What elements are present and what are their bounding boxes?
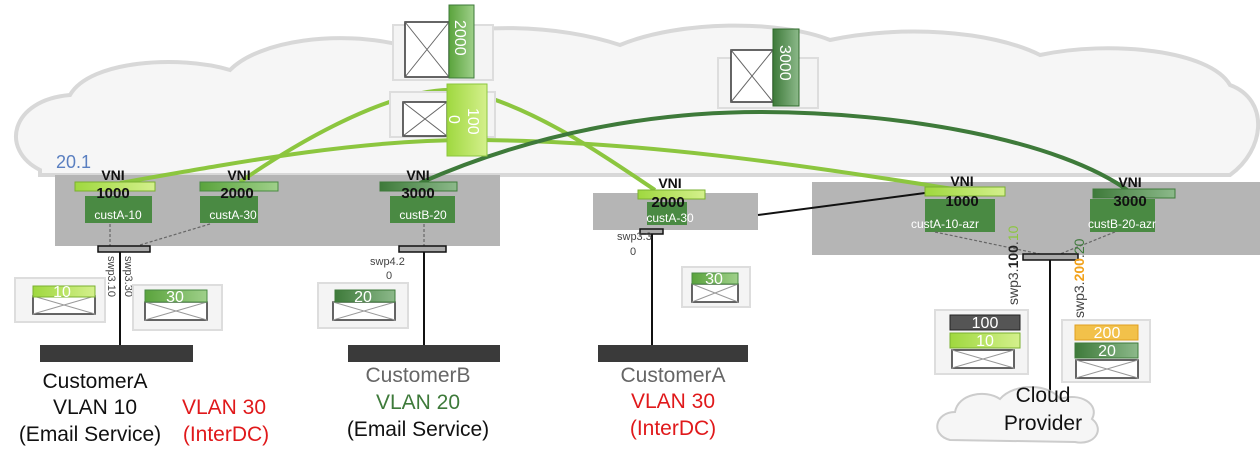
vlan-label: VLAN 30 — [182, 396, 266, 419]
bridge-name: custA-10 — [94, 208, 142, 222]
vni-3000-left[interactable]: VNI 3000 custB-20 — [379, 167, 458, 223]
cloud-provider-label: Cloud — [1016, 384, 1071, 407]
port-bond-left[interactable] — [97, 245, 151, 253]
packet-label: 2000 — [451, 20, 468, 56]
tunnel-packet-1000[interactable]: 100 0 — [389, 83, 496, 157]
packet-vlan-30-left[interactable]: 30 — [132, 284, 223, 331]
port-swp3-right[interactable] — [1022, 253, 1079, 261]
vni-label: VNI — [406, 167, 429, 183]
server-customer-a-left[interactable] — [40, 345, 193, 362]
vni-1000-right[interactable]: VNI 1000 custA-10-azr — [911, 173, 1006, 232]
vni-number: 2000 — [220, 185, 253, 202]
vni-label: VNI — [101, 167, 124, 183]
service-label: (InterDC) — [630, 417, 716, 440]
packet-cloud-100-10[interactable]: 100 10 — [934, 309, 1029, 375]
overlay-cloud — [14, 23, 1260, 177]
vni-number: 1000 — [945, 193, 978, 210]
packet-label: 30 — [705, 271, 723, 288]
right-switch[interactable] — [812, 182, 1260, 255]
vlan-label: VLAN 10 — [53, 396, 137, 419]
tunnel-vni-1000 — [119, 137, 961, 192]
bridge-name: custA-10-azr — [911, 217, 979, 231]
server-customer-b[interactable] — [348, 345, 500, 362]
internal-links — [109, 223, 1116, 255]
packet-label: 100 — [464, 108, 481, 135]
packet-label: 3000 — [776, 45, 793, 81]
port-label-swp3-100-10: swp3.100.10 — [1005, 225, 1021, 305]
vni-2000-left[interactable]: VNI 2000 custA-30 — [199, 167, 279, 223]
port-label: swp4.2 — [370, 256, 405, 268]
port-swp4-20[interactable] — [398, 245, 447, 253]
port-label: swp3.10 — [105, 256, 117, 297]
port-label: swp3.30 — [122, 256, 134, 297]
port-label-swp3-200-20: swp3.200.20 — [1071, 238, 1087, 318]
packet-vlan-30-mid[interactable]: 30 — [681, 266, 751, 308]
packet-vlan-10[interactable]: 10 — [14, 277, 106, 323]
vni-label: VNI — [1118, 174, 1141, 190]
port-label: swp3.3 — [617, 231, 652, 243]
packet-label: 20 — [354, 289, 372, 306]
packet-cloud-200-20[interactable]: 200 20 — [1061, 319, 1151, 383]
link-mid-right — [757, 192, 926, 216]
service-label: (Email Service) — [347, 418, 489, 441]
bridge-name: custB-20 — [399, 208, 447, 222]
vni-2000-mid[interactable]: VNI 2000 custA-30 — [637, 175, 706, 225]
packet-label: 100 — [972, 315, 999, 332]
server-customer-a-mid[interactable] — [598, 345, 748, 362]
bridge-name: custB-20-azr — [1088, 217, 1156, 231]
cloud-provider-label: Provider — [1004, 412, 1082, 435]
port-label: 0 — [630, 246, 636, 258]
packet-label: 200 — [1094, 325, 1121, 342]
vni-number: 1000 — [96, 185, 129, 202]
vlan-label: VLAN 30 — [631, 390, 715, 413]
vni-number: 3000 — [401, 185, 434, 202]
service-label: (InterDC) — [183, 423, 269, 446]
vlan-label: VLAN 20 — [376, 391, 460, 414]
vni-3000-right[interactable]: VNI 3000 custB-20-azr — [1088, 174, 1176, 232]
cloud-provider-icon — [936, 386, 1099, 444]
packet-label: 30 — [166, 289, 184, 306]
bridge-name: custA-30 — [209, 208, 257, 222]
packet-vlan-20[interactable]: 20 — [317, 282, 409, 329]
vni-label: VNI — [658, 175, 681, 191]
tunnel-vni-3000 — [419, 109, 1132, 194]
customer-label: CustomerA — [42, 370, 147, 393]
vni-1000-left[interactable]: VNI 1000 custA-10 — [74, 167, 156, 223]
vni-number: 3000 — [1113, 193, 1146, 210]
packet-label: 10 — [976, 333, 994, 350]
port-label: 0 — [386, 270, 392, 282]
vni-label: VNI — [950, 173, 973, 189]
vni-label: VNI — [227, 167, 250, 183]
vni-number: 2000 — [651, 194, 684, 211]
service-label: (Email Service) — [19, 423, 161, 446]
customer-label: CustomerB — [365, 364, 470, 387]
tunnel-packet-2000[interactable]: 2000 — [392, 4, 494, 81]
packet-label: 0 — [445, 115, 462, 124]
packet-label: 10 — [53, 284, 71, 301]
overlay-label: 20.1 — [56, 152, 91, 172]
bridge-name: custA-30 — [646, 211, 694, 225]
packet-label: 20 — [1098, 343, 1116, 360]
customer-label: CustomerA — [620, 364, 725, 387]
tunnel-packet-3000[interactable]: 3000 — [717, 28, 819, 109]
